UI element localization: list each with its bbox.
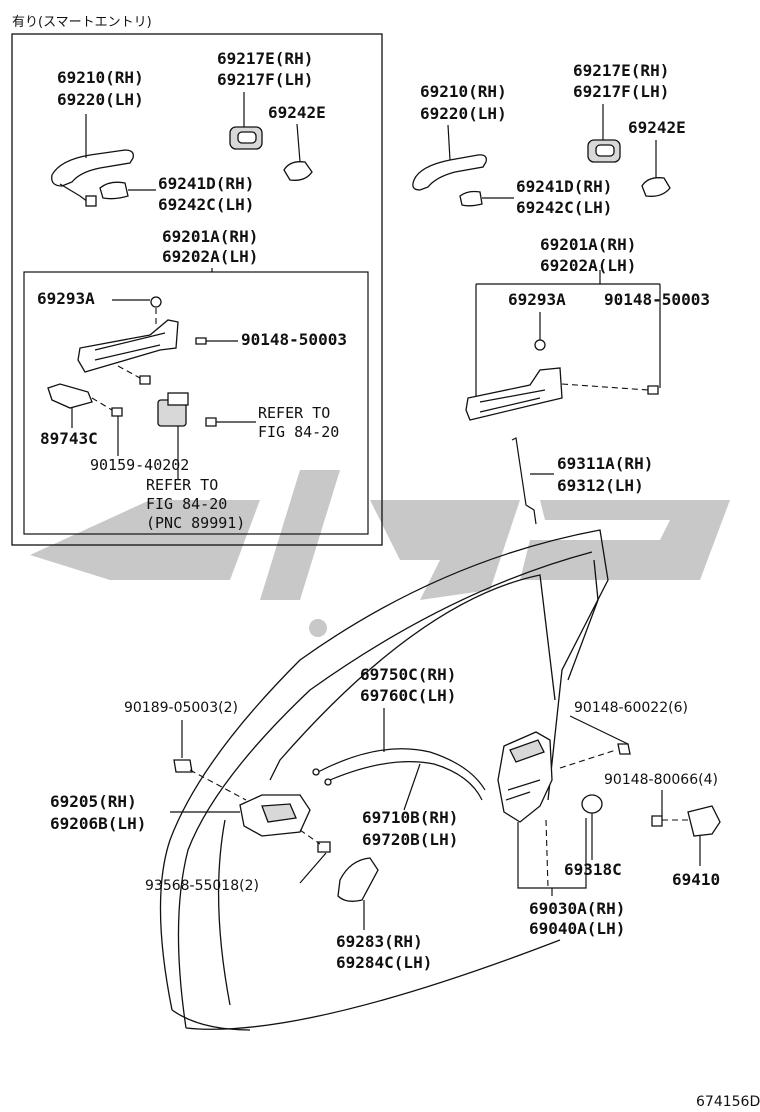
label-69312-lh: 69312(LH): [557, 476, 644, 495]
label-69242c-right: 69242C(LH): [516, 198, 612, 217]
cap-69217-right: [587, 104, 621, 163]
label-69311a-rh: 69311A(RH): [557, 454, 653, 473]
cover-69242e-left: [283, 123, 313, 181]
cap-69217-left: [229, 92, 263, 150]
clip-90189: [173, 720, 247, 801]
label-69202a-right: 69202A(LH): [540, 256, 636, 275]
label-90189-05003: 90189-05003(2): [124, 700, 238, 716]
label-69241d-right: 69241D(RH): [516, 177, 612, 196]
label-69217e-left: 69217E(RH): [217, 49, 313, 68]
label-90159-40202: 90159-40202: [90, 456, 189, 474]
label-90148-50003-right: 90148-50003: [604, 290, 710, 309]
rod-69311a: [511, 437, 554, 525]
screw-90148-60022: [559, 715, 631, 769]
label-69318c: 69318C: [564, 860, 622, 879]
label-fig-84-20-1: FIG 84-20: [258, 423, 339, 441]
label-69283-rh: 69283(RH): [336, 932, 423, 951]
label-90148-60022: 90148-60022(6): [574, 700, 688, 716]
bezel-69283: [337, 857, 379, 930]
figure-code: 674156D: [696, 1094, 760, 1110]
label-69205-rh: 69205(RH): [50, 792, 137, 811]
label-69201a-right: 69201A(RH): [540, 235, 636, 254]
label-fig-84-20-2: FIG 84-20: [146, 495, 227, 513]
label-69210-rh-right: 69210(RH): [420, 82, 507, 101]
label-69241d-left: 69241D(RH): [158, 174, 254, 193]
label-93568-55018: 93568-55018(2): [145, 878, 259, 894]
label-69217f-left: 69217F(LH): [217, 70, 313, 89]
smart-entry-box: [11, 33, 383, 546]
striker-69410: [651, 790, 721, 866]
label-69293a-right: 69293A: [508, 290, 566, 309]
label-69030a-rh: 69030A(RH): [529, 899, 625, 918]
label-69410: 69410: [672, 870, 720, 889]
label-89743c: 89743C: [40, 429, 98, 448]
label-69720b-lh: 69720B(LH): [362, 830, 458, 849]
lock-frame-right: [465, 312, 659, 421]
lock-frame-left: [77, 296, 238, 385]
switch-connector-left: [157, 392, 256, 480]
label-69760c-lh: 69760C(LH): [360, 686, 456, 705]
label-69710b-rh: 69710B(RH): [362, 808, 458, 827]
label-69242c-left: 69242C(LH): [158, 195, 254, 214]
lock-subassembly-box: [23, 271, 369, 535]
label-90148-80066: 90148-80066(4): [604, 772, 718, 788]
label-69284c-lh: 69284C(LH): [336, 953, 432, 972]
bracket-89743c: [47, 383, 123, 456]
watermark-logo: [30, 470, 730, 637]
label-90148-50003-left: 90148-50003: [241, 330, 347, 349]
handle-cover-left: [99, 181, 129, 200]
door-outline: [159, 529, 609, 1031]
label-69217f-right: 69217F(LH): [573, 82, 669, 101]
outside-handle-right: [412, 124, 514, 207]
cover-69242e-right: [641, 140, 671, 197]
label-69750c-rh: 69750C(RH): [360, 665, 456, 684]
label-69040a-lh: 69040A(LH): [529, 919, 625, 938]
label-refer-to-2: REFER TO: [146, 476, 218, 494]
header-note: 有り(スマートエントリ): [12, 15, 152, 30]
label-69202a-left: 69202A(LH): [162, 247, 258, 266]
cap-69318c: [581, 794, 603, 860]
label-69210-rh-left: 69210(RH): [57, 68, 144, 87]
cables-69750-69710: [312, 708, 486, 811]
label-69293a-left: 69293A: [37, 289, 95, 308]
label-69220-lh-left: 69220(LH): [57, 90, 144, 109]
inside-handle-69205: [170, 794, 311, 837]
label-69220-lh-right: 69220(LH): [420, 104, 507, 123]
label-69242e-left: 69242E: [268, 103, 326, 122]
label-69201a-left: 69201A(RH): [162, 227, 258, 246]
label-refer-to-1: REFER TO: [258, 404, 330, 422]
outside-handle-left: [51, 114, 134, 207]
label-69242e-right: 69242E: [628, 118, 686, 137]
screw-93568: [299, 829, 331, 884]
label-69206b-lh: 69206B(LH): [50, 814, 146, 833]
label-pnc-89991: (PNC 89991): [146, 514, 245, 532]
label-69217e-right: 69217E(RH): [573, 61, 669, 80]
